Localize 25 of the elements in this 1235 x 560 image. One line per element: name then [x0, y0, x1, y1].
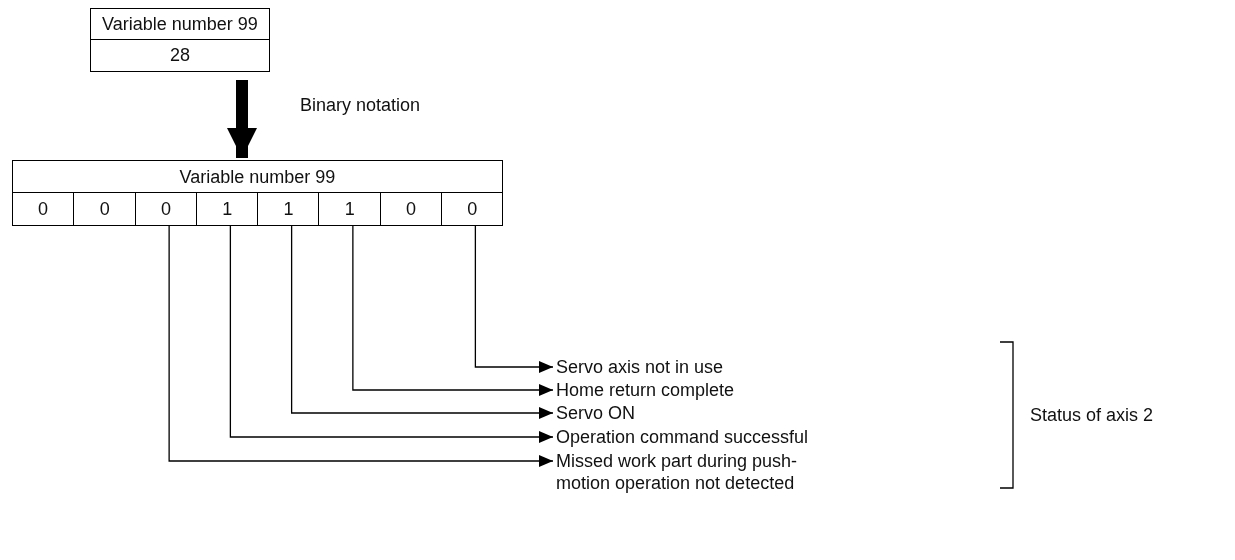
variable-box — [90, 8, 270, 72]
leader-arrow — [229, 225, 554, 443]
bit-cell: 0 — [12, 193, 75, 225]
bit-cell: 1 — [257, 193, 320, 225]
variable-value: 28 — [169, 44, 191, 67]
group-label: Status of axis 2 — [1030, 404, 1154, 426]
variable-name: Variable number 99 — [91, 9, 269, 40]
variable-name: Variable number 99 — [13, 161, 502, 193]
bit-table — [12, 160, 503, 226]
leader-arrow — [352, 225, 554, 396]
status-text: Servo axis not in use — [556, 356, 876, 378]
status-text: Home return complete — [556, 379, 876, 401]
bit-cell: 0 — [73, 193, 136, 225]
status-text: Servo ON — [556, 402, 876, 424]
block-arrow — [227, 80, 257, 158]
leader-arrow — [291, 225, 554, 419]
bit-cell: 1 — [318, 193, 381, 225]
bit-cell: 1 — [195, 193, 258, 225]
status-text: Missed work part during push-motion operation not detected — [556, 450, 826, 494]
bit-cell: 0 — [440, 193, 503, 225]
status-text: Operation command successful — [556, 426, 876, 448]
leader-arrow — [168, 225, 554, 467]
leader-arrow — [474, 225, 554, 373]
bit-cell: 0 — [134, 193, 197, 225]
bit-cell: 0 — [379, 193, 442, 225]
